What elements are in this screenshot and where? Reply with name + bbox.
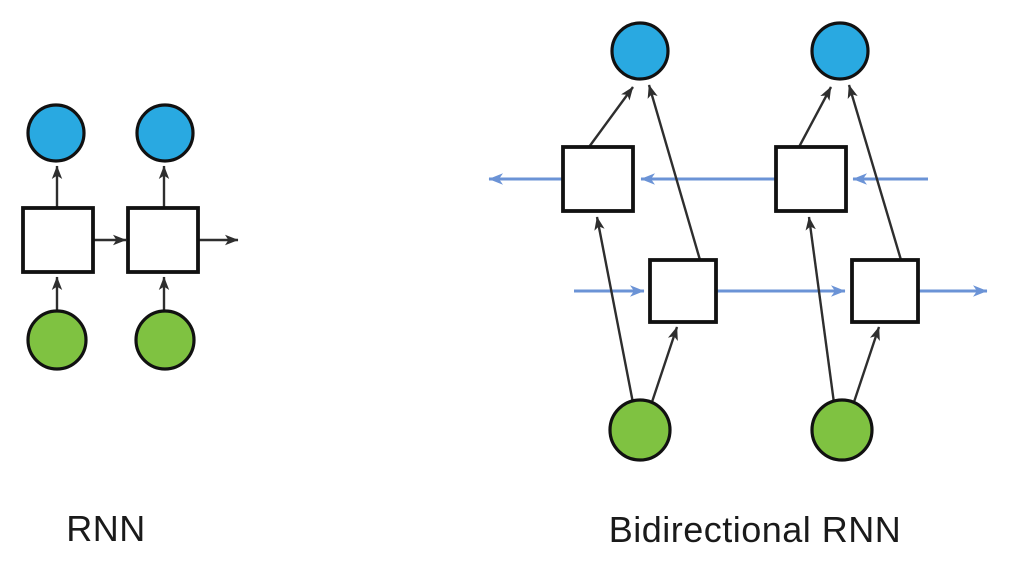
birnn-edge-input2-forward2: [851, 326, 881, 406]
birnn-edge-input1-backward1: [594, 216, 635, 404]
rnn-output-node-2: [135, 103, 195, 163]
rnn-diagram: RNN: [21, 103, 239, 549]
birnn-edge-forward1-output1: [647, 84, 702, 261]
birnn-input-node-2: [810, 398, 874, 462]
rnn-input-node-2: [134, 309, 196, 371]
birnn-backward-hidden-node-1: [561, 145, 635, 213]
birnn-edge-backward1-output1: [588, 86, 634, 148]
birnn-edge-forward2-output2: [847, 84, 903, 261]
rnn-edges: [51, 165, 239, 310]
birnn-diagram-label: Bidirectional RNN: [609, 509, 902, 550]
birnn-edge-backward2-output2: [797, 86, 833, 148]
birnn-edges: [588, 84, 903, 406]
birnn-edge-input1-forward1: [649, 326, 679, 406]
birnn-forward-hidden-node-1: [648, 258, 718, 324]
rnn-input-node-1: [26, 309, 88, 371]
birnn-forward-hidden-node-2: [850, 258, 920, 324]
birnn-output-node-1: [610, 21, 670, 81]
birnn-backward-hidden-node-2: [774, 145, 848, 213]
rnn-diagram-label: RNN: [66, 508, 146, 549]
rnn-hidden-node-2: [126, 206, 200, 274]
birnn-edge-input2-backward2: [805, 216, 836, 404]
rnn-output-node-1: [26, 103, 86, 163]
rnn-hidden-node-1: [21, 206, 95, 274]
bidirectional-rnn-diagram: Bidirectional RNN: [488, 21, 988, 550]
birnn-output-node-2: [810, 21, 870, 81]
birnn-input-node-1: [608, 398, 672, 462]
